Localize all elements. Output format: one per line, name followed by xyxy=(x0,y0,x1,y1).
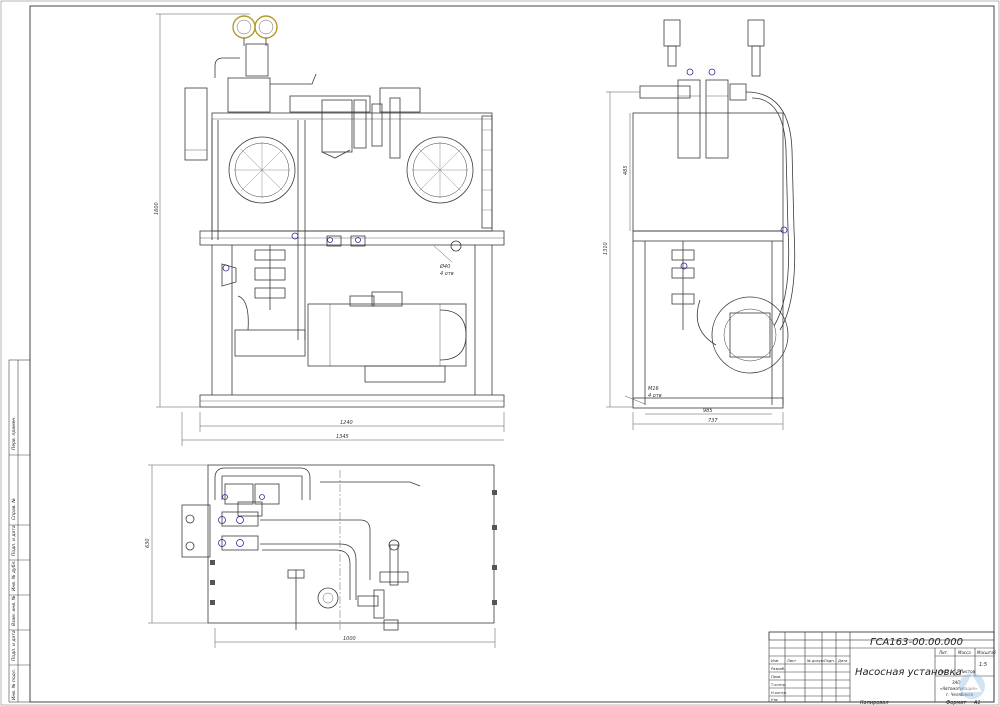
tb-row-label-1: Разраб. xyxy=(771,667,785,671)
side-width-total-dim: 737 xyxy=(708,418,718,424)
front-view xyxy=(184,15,505,408)
sight-window-left xyxy=(228,136,296,204)
drawing-title: Насосная установка xyxy=(855,667,962,678)
plan-dimensions xyxy=(148,464,496,648)
front-view-accents xyxy=(222,232,361,272)
side-stamp-label-2: Справ. № xyxy=(11,498,17,520)
side-height-dim: 1310 xyxy=(603,242,609,255)
filter-right xyxy=(705,79,729,159)
side-holes-note-1: M16 xyxy=(648,386,659,392)
tb-org-line-1: ЗАО xyxy=(952,680,960,685)
side-tank xyxy=(632,112,784,232)
tb-row-label-5: Утв. xyxy=(771,698,779,702)
side-stamp-label-6: Подп. и дата xyxy=(11,630,17,661)
sight-window-right xyxy=(406,136,474,204)
drawing-frame xyxy=(29,5,995,703)
tb-col-header-2: Лист xyxy=(786,659,797,663)
tb-org-line-2: «Автоматизация» xyxy=(940,686,978,691)
title-block-col-headers: Изм Лист № докум. Подп. Дата xyxy=(771,659,847,663)
title-block-row-labels: Разраб. Пров. Т.контр. Н.контр. Утв. xyxy=(771,667,787,702)
plan-bolts xyxy=(210,490,497,605)
tb-row-label-3: Т.контр. xyxy=(771,683,787,687)
pump-housing xyxy=(711,296,789,374)
tb-sheet-label: Лист xyxy=(938,669,950,674)
plan-depth-dim: 630 xyxy=(145,538,151,548)
side-stamp-label-4: Инв. № дубл. xyxy=(11,560,17,591)
plan-pump-flange xyxy=(317,587,339,609)
tb-col-header-4: Подп. xyxy=(824,659,835,663)
tb-lit-label: Лит. xyxy=(938,650,948,655)
side-holes-note-2: 4 отв xyxy=(648,393,662,399)
side-stamp-label-1: Перв. примен. xyxy=(11,416,17,450)
pressure-gauge-left xyxy=(232,15,256,39)
side-stamp-labels: Перв. примен. Справ. № Подп. и дата Инв.… xyxy=(11,416,17,700)
pressure-gauge-right xyxy=(254,15,278,39)
watermark-logo-icon xyxy=(959,673,985,699)
format-value: A1 xyxy=(973,700,981,706)
tb-row-label-4: Н.контр. xyxy=(771,691,787,695)
tb-col-header-5: Дата xyxy=(837,659,847,663)
side-tank-height-dim: 485 xyxy=(623,165,629,175)
tb-col-header-1: Изм xyxy=(771,659,779,663)
side-width-inner-dim: 985 xyxy=(703,408,713,414)
front-width-total-dim: 1345 xyxy=(336,434,349,440)
side-view-accents xyxy=(680,68,788,270)
side-dimensions xyxy=(606,91,784,430)
format-label: Формат xyxy=(946,700,967,706)
tb-org-line-3: г. Челябинск xyxy=(946,692,974,697)
tb-scale-value: 1:5 xyxy=(979,662,987,668)
tb-mass-label: Масса xyxy=(958,650,971,655)
tb-scale-label: Масштаб xyxy=(977,650,997,655)
side-stamp-label-5: Взам. инв. № xyxy=(11,595,17,626)
plan-width-dim: 1000 xyxy=(343,636,356,642)
front-dimensions xyxy=(156,13,505,446)
side-stamp-label-3: Подп. и дата xyxy=(11,525,17,556)
electric-motor xyxy=(307,303,467,367)
side-view xyxy=(632,19,796,409)
side-stamp-label-7: Инв. № подл. xyxy=(11,669,17,700)
plan-frame xyxy=(207,464,495,624)
tb-row-label-2: Пров. xyxy=(771,675,781,679)
plan-view-accents xyxy=(218,494,265,547)
filter-left xyxy=(677,79,701,159)
tb-col-header-3: № докум. xyxy=(806,659,825,663)
plan-view xyxy=(181,464,495,631)
title-block xyxy=(768,631,995,703)
tb-sheets-label: Листов xyxy=(959,669,976,674)
front-holes-note-2: 4 отв xyxy=(440,271,454,277)
side-base xyxy=(632,397,784,409)
front-width-inner-dim: 1240 xyxy=(340,420,353,426)
copy-label: Копировал xyxy=(860,700,889,706)
side-stamp xyxy=(8,359,31,703)
front-holes-note-1: Ø40 xyxy=(439,263,450,270)
front-height-dim: 1600 xyxy=(154,202,160,215)
drawing-designation: ГСА163-00.00.000 xyxy=(870,637,963,648)
